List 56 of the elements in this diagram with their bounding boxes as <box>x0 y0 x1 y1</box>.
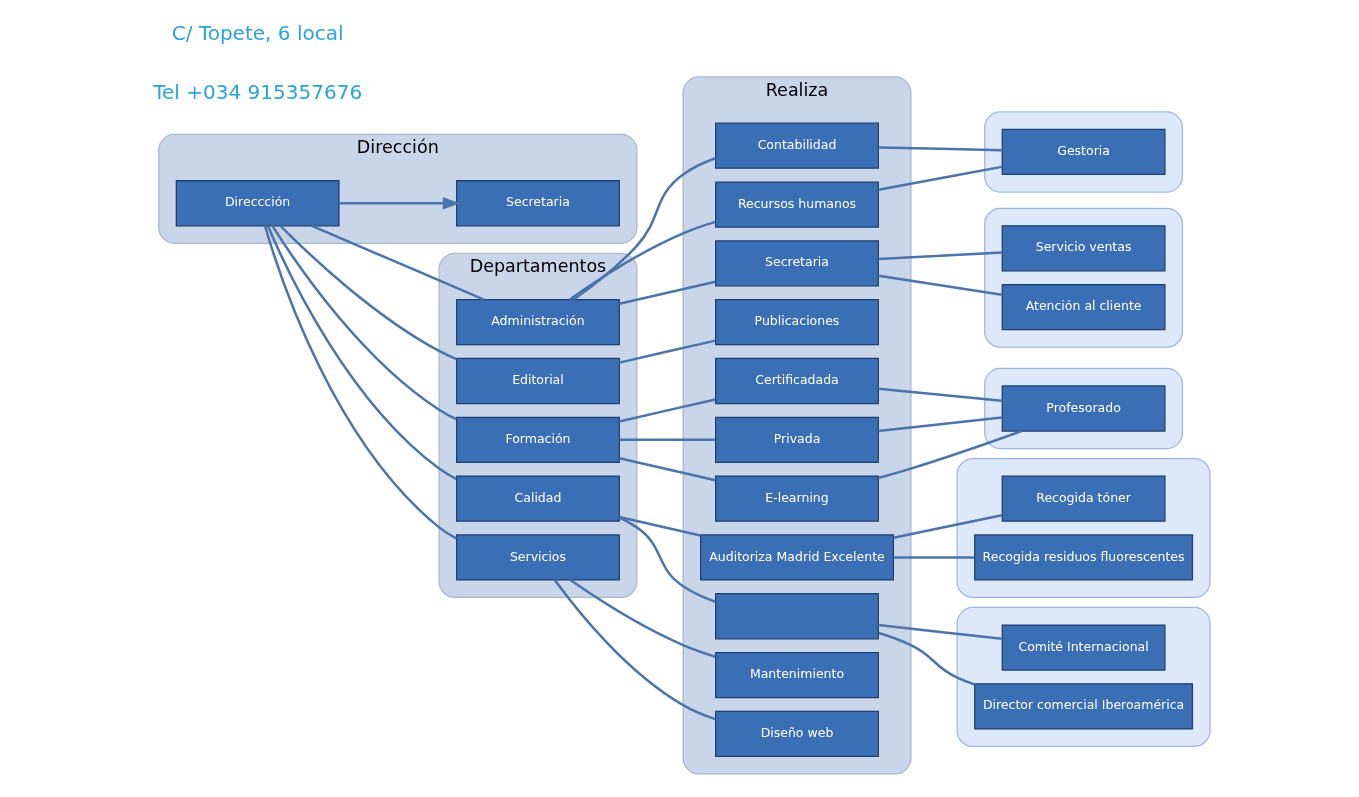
node-box: Comité Internacional <box>1001 624 1166 671</box>
connector <box>310 224 484 301</box>
node-box: Atención al cliente <box>1001 284 1166 331</box>
connector <box>263 225 457 540</box>
label: C/ Topete, 6 local <box>171 21 344 46</box>
cluster <box>956 606 1211 748</box>
node-box: Administración <box>455 299 620 346</box>
node-box: Servicio ventas <box>1001 225 1166 272</box>
cluster <box>983 111 1183 193</box>
connector <box>877 251 1002 261</box>
connector <box>877 416 1002 433</box>
connector <box>877 165 1002 191</box>
node-box: Gestoria <box>1001 128 1166 176</box>
node-box: Editorial <box>455 357 620 405</box>
arrow <box>338 197 460 210</box>
node-box: Secretaria <box>714 240 879 287</box>
node-box: Director comercial Iberoamérica <box>973 683 1193 730</box>
connector <box>572 157 716 301</box>
node-box: Diseño web <box>714 710 879 758</box>
label: Tel +034 915357676 <box>152 80 362 105</box>
connector <box>893 556 974 559</box>
connector <box>618 516 716 603</box>
connector <box>878 631 975 686</box>
node-box: Recursos humanos <box>714 181 879 228</box>
connector <box>618 398 716 423</box>
node-box: E-learning <box>714 475 879 522</box>
connector <box>877 623 1002 640</box>
node-box: Auditoriza Madrid Excelente <box>699 534 894 581</box>
connector <box>553 579 716 721</box>
node-box: Contabilidad <box>714 122 879 169</box>
node-box: Publicaciones <box>714 299 879 346</box>
cluster <box>983 207 1183 348</box>
node-box: Recogida residuos fluorescentes <box>973 534 1193 581</box>
connector <box>618 438 715 442</box>
connector <box>892 514 1002 539</box>
connector <box>618 515 701 537</box>
connector <box>877 387 1002 402</box>
node-box: Recogida tóner <box>1001 475 1166 522</box>
node-box: Privada <box>714 416 879 463</box>
node-box: Direccción <box>175 180 340 227</box>
cluster <box>983 367 1183 450</box>
connector <box>569 579 716 658</box>
node-box: Profesorado <box>1001 385 1166 432</box>
node-box: Mantenimiento <box>714 651 879 699</box>
node-box: Servicios <box>455 534 620 581</box>
node-box: Calidad <box>455 475 620 522</box>
connector <box>618 456 716 482</box>
connector <box>877 274 1002 296</box>
connector <box>878 146 1002 152</box>
connector <box>568 220 716 301</box>
cluster <box>956 457 1211 599</box>
connector <box>877 429 1022 480</box>
node-box: Certificadada <box>714 357 879 405</box>
node-box: Secretaria <box>455 180 620 227</box>
node-box <box>714 593 879 640</box>
node-box: Formación <box>455 416 620 463</box>
